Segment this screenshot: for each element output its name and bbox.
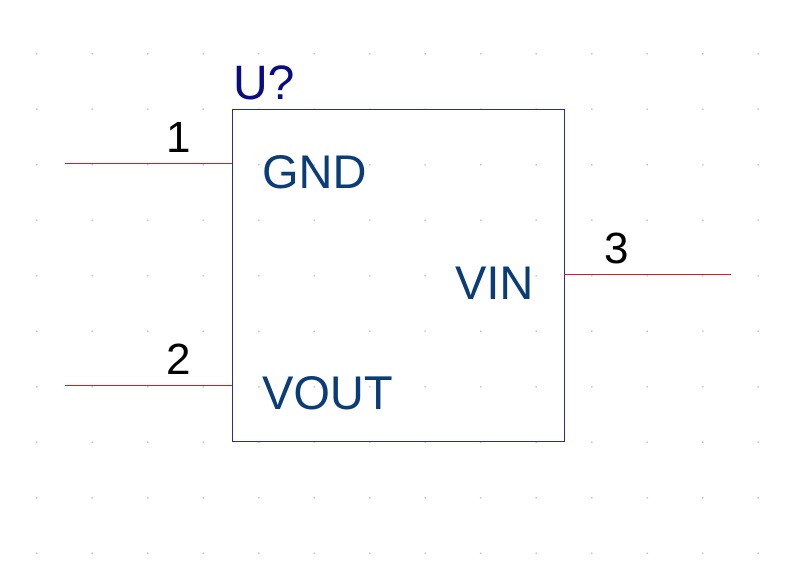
pin-1-line[interactable]: [65, 163, 232, 164]
pin-1-name: GND: [262, 145, 367, 198]
pin-1-number: 1: [166, 113, 191, 162]
pin-3-number: 3: [604, 224, 629, 273]
pin-2-number: 2: [166, 335, 191, 384]
reference-designator[interactable]: U?: [233, 57, 295, 110]
pin-3-line[interactable]: [564, 274, 731, 275]
pin-2-name: VOUT: [262, 366, 393, 419]
component-body[interactable]: [232, 109, 565, 442]
pin-2-line[interactable]: [65, 385, 232, 386]
pin-3-name: VIN: [455, 256, 534, 309]
